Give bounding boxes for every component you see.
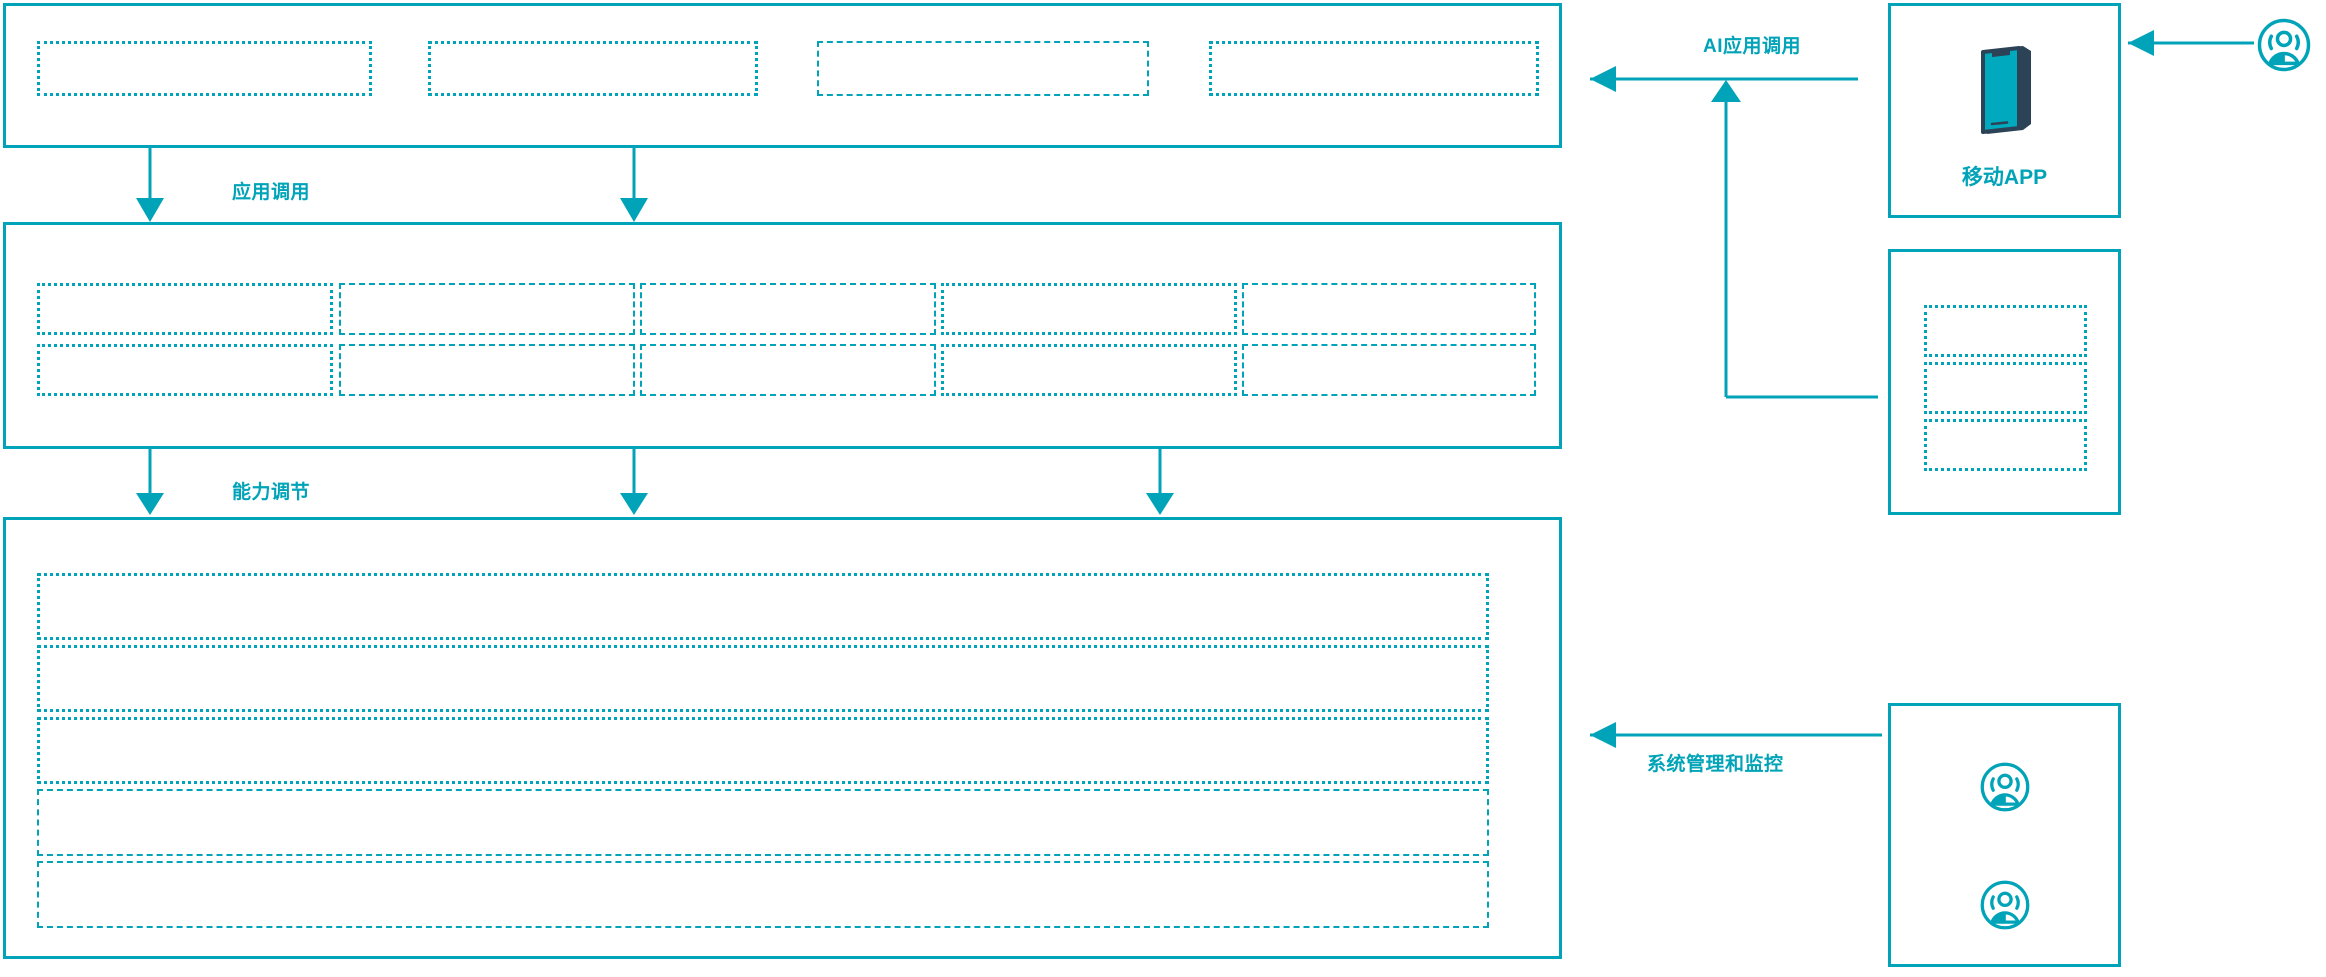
user-group-icon (1979, 761, 2031, 818)
capability-slot-4[interactable] (941, 283, 1237, 335)
connector-app-invoke (136, 148, 648, 222)
connector-system-admin-monitor (1590, 722, 1882, 748)
capability-slot-5[interactable] (1242, 283, 1536, 335)
channel-slot-3[interactable] (1924, 419, 2087, 471)
application-slot-2[interactable] (428, 41, 758, 96)
user-group-icon (1979, 879, 2031, 936)
connector-capability-adjust (136, 449, 1174, 515)
platform-slot-1[interactable] (37, 573, 1489, 640)
channel-box-node[interactable] (1888, 249, 2121, 515)
platform-slot-5[interactable] (37, 861, 1489, 928)
capability-slot-6[interactable] (37, 344, 333, 396)
application-slot-4[interactable] (1209, 41, 1539, 96)
platform-slot-4[interactable] (37, 789, 1489, 856)
mobile-app-node[interactable]: 移动APP (1888, 3, 2121, 218)
platform-slot-3[interactable] (37, 717, 1489, 784)
application-slot-3[interactable] (817, 41, 1149, 96)
user-group-icon (2256, 17, 2312, 78)
capability-layer-panel[interactable] (3, 222, 1562, 449)
capability-slot-3[interactable] (640, 283, 936, 335)
capability-slot-8[interactable] (640, 344, 936, 396)
connector-label-app-invoke: 应用调用 (232, 182, 311, 203)
platform-layer-panel[interactable] (3, 517, 1562, 959)
platform-slot-2[interactable] (37, 645, 1489, 712)
application-layer-panel[interactable] (3, 3, 1562, 148)
connector-end-user-to-mobile-app (2128, 30, 2254, 56)
connector-label-ai-app-invoke: AI应用调用 (1703, 36, 1802, 57)
connector-label-capability-adjust: 能力调节 (232, 482, 311, 503)
operations-box-node[interactable] (1888, 703, 2121, 967)
capability-slot-2[interactable] (339, 283, 635, 335)
application-slot-1[interactable] (37, 41, 372, 96)
capability-slot-9[interactable] (941, 344, 1237, 396)
channel-slot-2[interactable] (1924, 362, 2087, 414)
capability-slot-1[interactable] (37, 283, 333, 335)
capability-slot-7[interactable] (339, 344, 635, 396)
connector-ai-app-invoke (1590, 66, 1878, 399)
connector-label-system-admin-monitor: 系统管理和监控 (1647, 754, 1784, 775)
mobile-app-label: 移动APP (1961, 166, 2048, 189)
capability-slot-10[interactable] (1242, 344, 1536, 396)
smartphone-icon (1973, 44, 2037, 141)
channel-slot-1[interactable] (1924, 305, 2087, 357)
